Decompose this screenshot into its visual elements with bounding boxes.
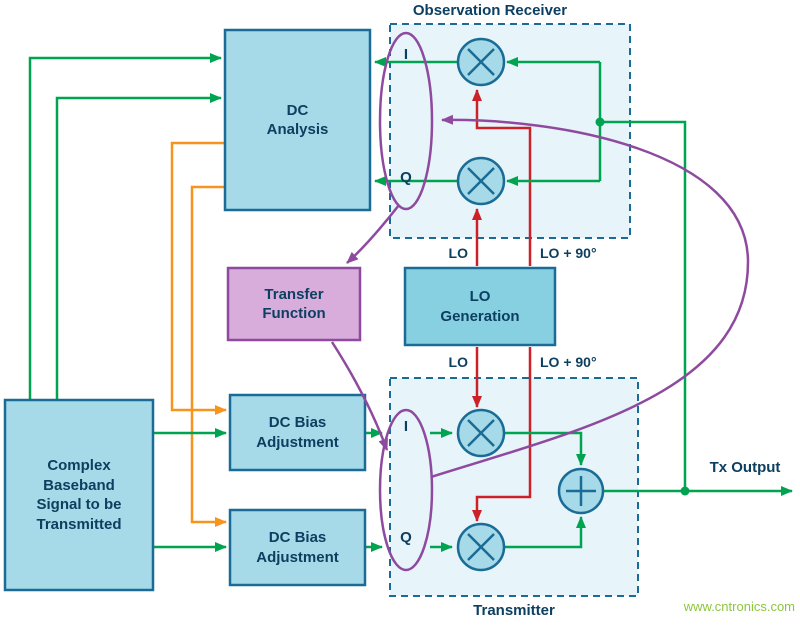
baseband-to-dc-analysis-wire-2 bbox=[55, 93, 222, 400]
baseband-to-dc-analysis-wire-1 bbox=[28, 53, 222, 400]
tx-iq-ellipse bbox=[378, 408, 434, 572]
transfer-to-tx-arrow bbox=[330, 341, 389, 451]
transfer-function-block bbox=[226, 266, 362, 342]
obs-iq-ellipse bbox=[378, 31, 434, 211]
tx-to-obs-loop-arrow bbox=[430, 114, 750, 479]
lo-generation-block bbox=[403, 266, 557, 347]
bias-correction-wire-1 bbox=[170, 141, 227, 415]
dc-analysis-block bbox=[223, 28, 372, 212]
junction-node-obs bbox=[595, 117, 605, 127]
lo90-wire-obs-i bbox=[472, 89, 532, 266]
obs-to-transfer-arrow bbox=[346, 204, 400, 264]
junction-node-output bbox=[680, 486, 690, 496]
tx-mixer-i-icon bbox=[456, 408, 506, 458]
observation-receiver-box bbox=[389, 23, 631, 239]
obs-mixer-i-icon bbox=[456, 37, 506, 87]
feedback-wire bbox=[600, 120, 687, 491]
tx-mixer-i-to-summer-wire bbox=[504, 431, 586, 466]
dc-bias-adjustment-1-block bbox=[228, 393, 367, 472]
obs-mixer-q-icon bbox=[456, 156, 506, 206]
dc-bias-adjustment-2-block bbox=[228, 508, 367, 587]
tx-mixer-q-icon bbox=[456, 522, 506, 572]
tx-mixer-q-to-summer-wire bbox=[504, 516, 586, 549]
bias-correction-wire-2 bbox=[190, 185, 227, 527]
lo90-wire-tx-q bbox=[472, 347, 532, 522]
complex-baseband-block bbox=[3, 398, 155, 592]
summer-icon bbox=[557, 467, 605, 515]
